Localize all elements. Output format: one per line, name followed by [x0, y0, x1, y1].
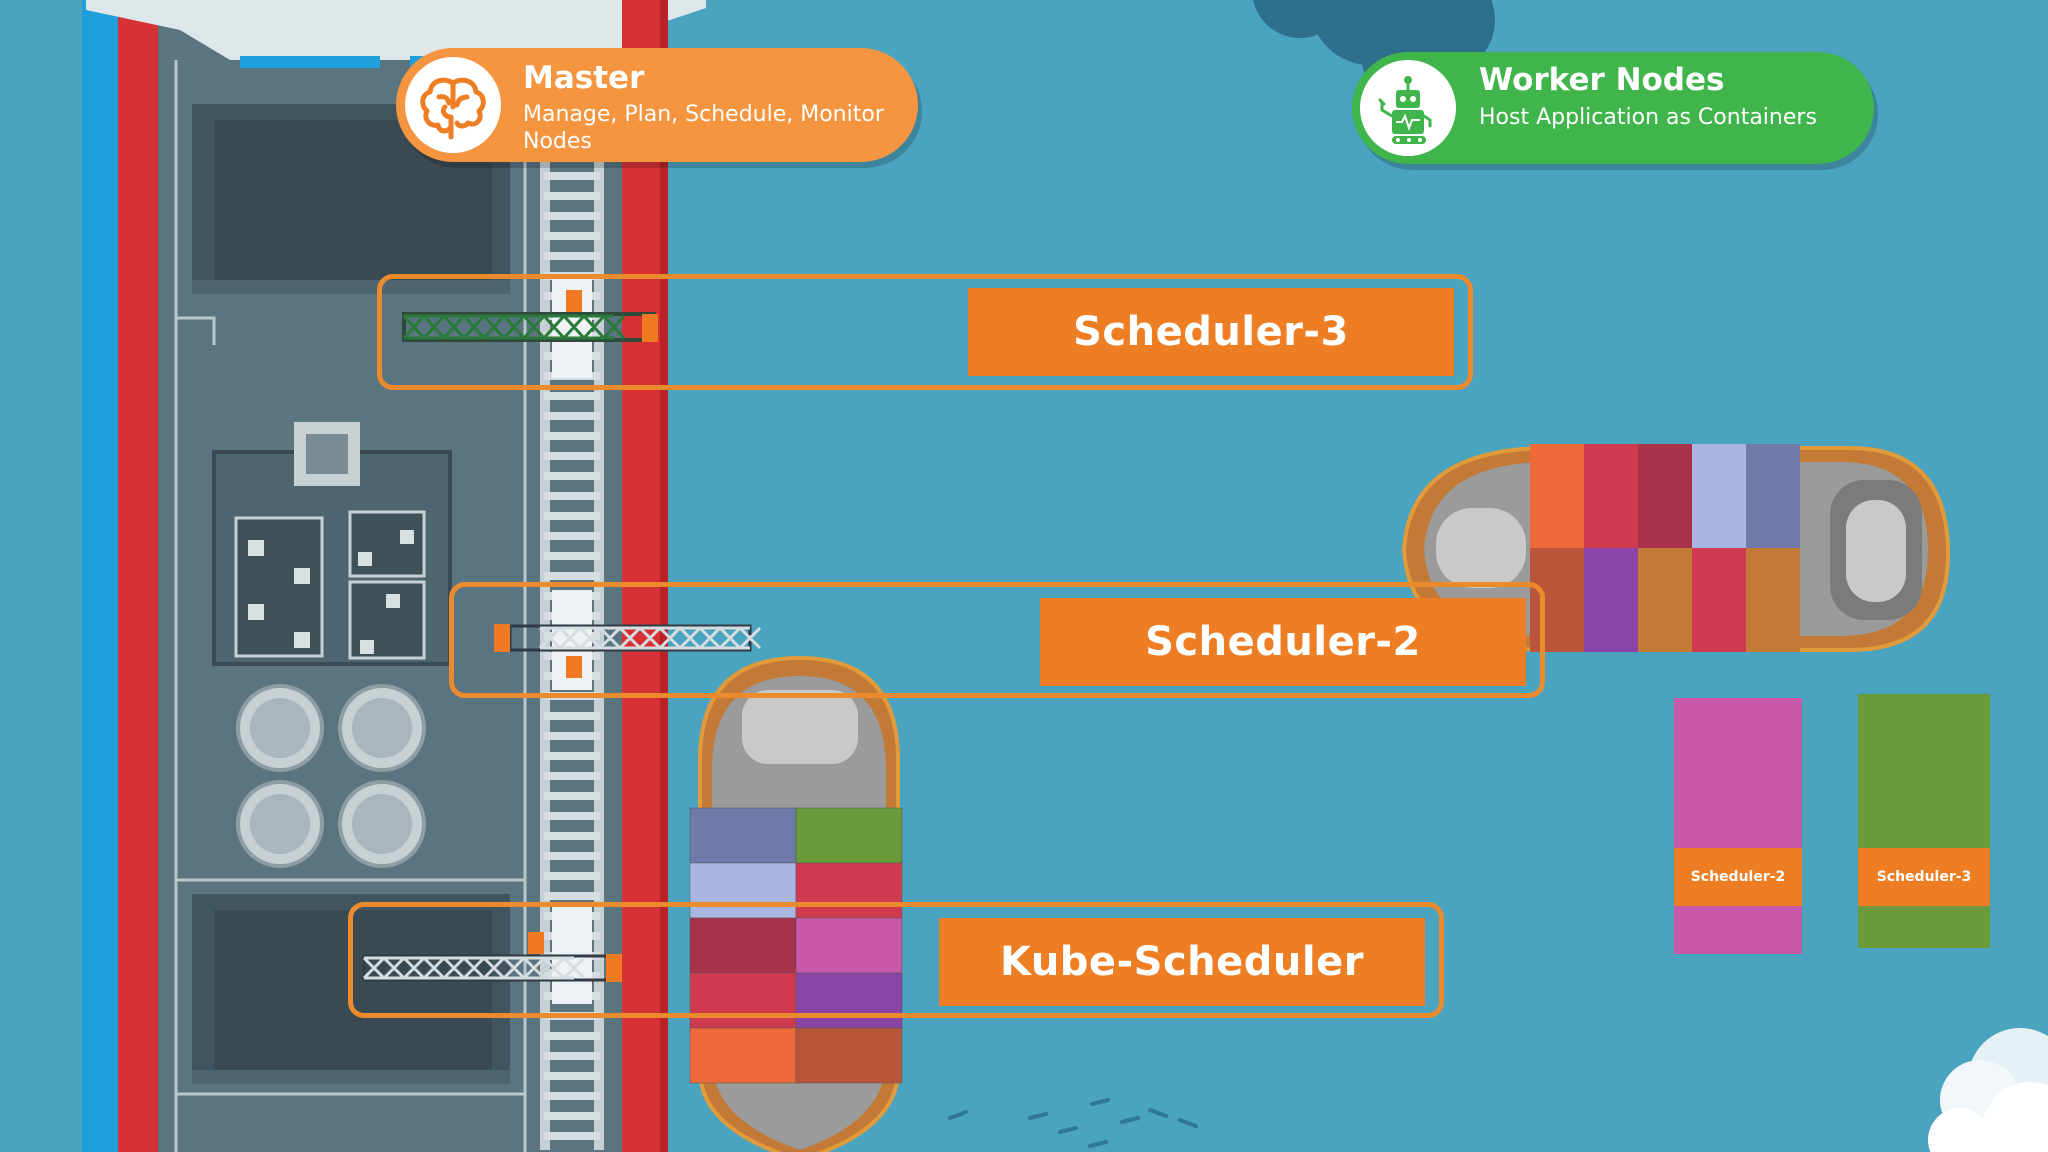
container-tag-scheduler-3: Scheduler-3 — [1858, 848, 1990, 906]
water-ripples — [950, 1100, 1196, 1146]
dock-edge-red — [118, 0, 162, 1152]
brain-icon — [405, 57, 501, 153]
control-building — [214, 422, 450, 664]
kube-scheduler-label: Kube-Scheduler — [939, 918, 1425, 1006]
container-scheduler-3 — [1858, 694, 1990, 948]
scheduler-2-label: Scheduler-2 — [1040, 598, 1526, 686]
worker-nodes-pill: Worker Nodes Host Application as Contain… — [1352, 52, 1874, 164]
master-subtitle: Manage, Plan, Schedule, Monitor Nodes — [523, 101, 893, 155]
worker-nodes-subtitle: Host Application as Containers — [1479, 104, 1849, 131]
scheduler-3-label: Scheduler-3 — [968, 288, 1454, 376]
master-pill: Master Manage, Plan, Schedule, Monitor N… — [396, 48, 918, 162]
master-title: Master — [523, 60, 644, 96]
container-tag-scheduler-2: Scheduler-2 — [1674, 848, 1802, 906]
container-scheduler-2 — [1674, 698, 1802, 954]
robot-icon — [1360, 60, 1456, 156]
cloud-bottom-right — [1928, 1028, 2048, 1152]
dock-edge-blue — [82, 0, 122, 1152]
worker-nodes-title: Worker Nodes — [1479, 62, 1724, 98]
